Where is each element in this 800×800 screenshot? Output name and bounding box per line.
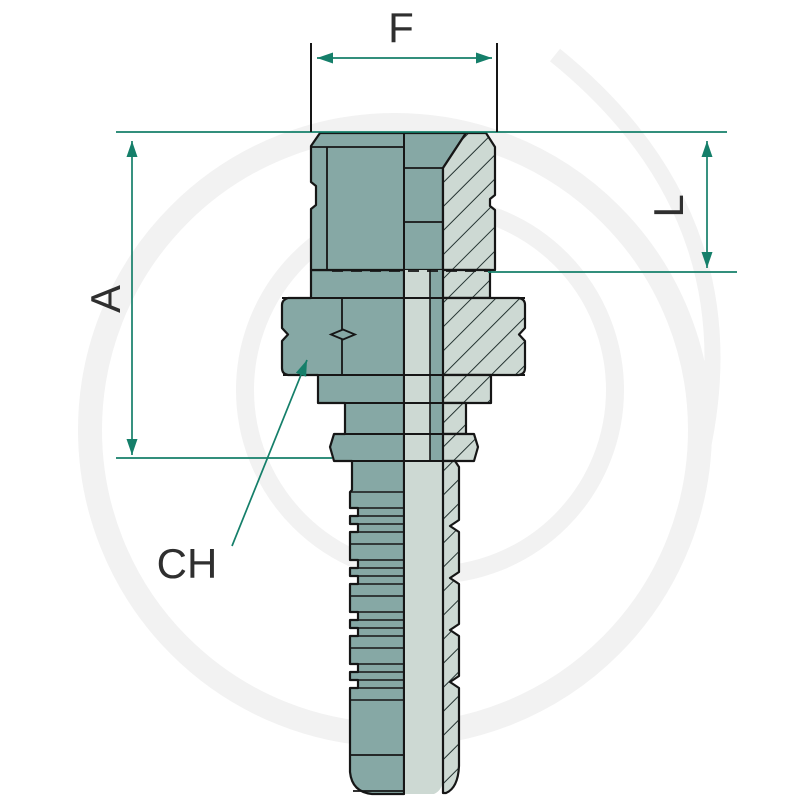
bore-column (404, 270, 443, 794)
hex-facet-diamond (328, 328, 358, 341)
leader-line-ch (231, 359, 308, 547)
bore-inner-wall (430, 270, 443, 461)
label-f: F (388, 4, 414, 51)
hex-wall-section (441, 296, 527, 377)
label-a: A (82, 285, 129, 313)
collar-wall-section (441, 373, 493, 405)
neck-wall-section (441, 268, 492, 300)
extension-lines-f (310, 43, 498, 132)
label-ch: CH (157, 540, 218, 587)
dimension-labels: F A L CH (82, 4, 692, 587)
section-hatched-walls (441, 131, 527, 795)
thread-wall-section (441, 131, 497, 272)
fitting-body (280, 131, 527, 796)
detail-lines (282, 133, 525, 794)
hose-tail-wall-section (441, 459, 461, 795)
groove-wall-section (441, 401, 468, 436)
flange-wall-section (441, 432, 480, 463)
dimension-lines (116, 52, 737, 547)
label-l: L (645, 194, 692, 217)
